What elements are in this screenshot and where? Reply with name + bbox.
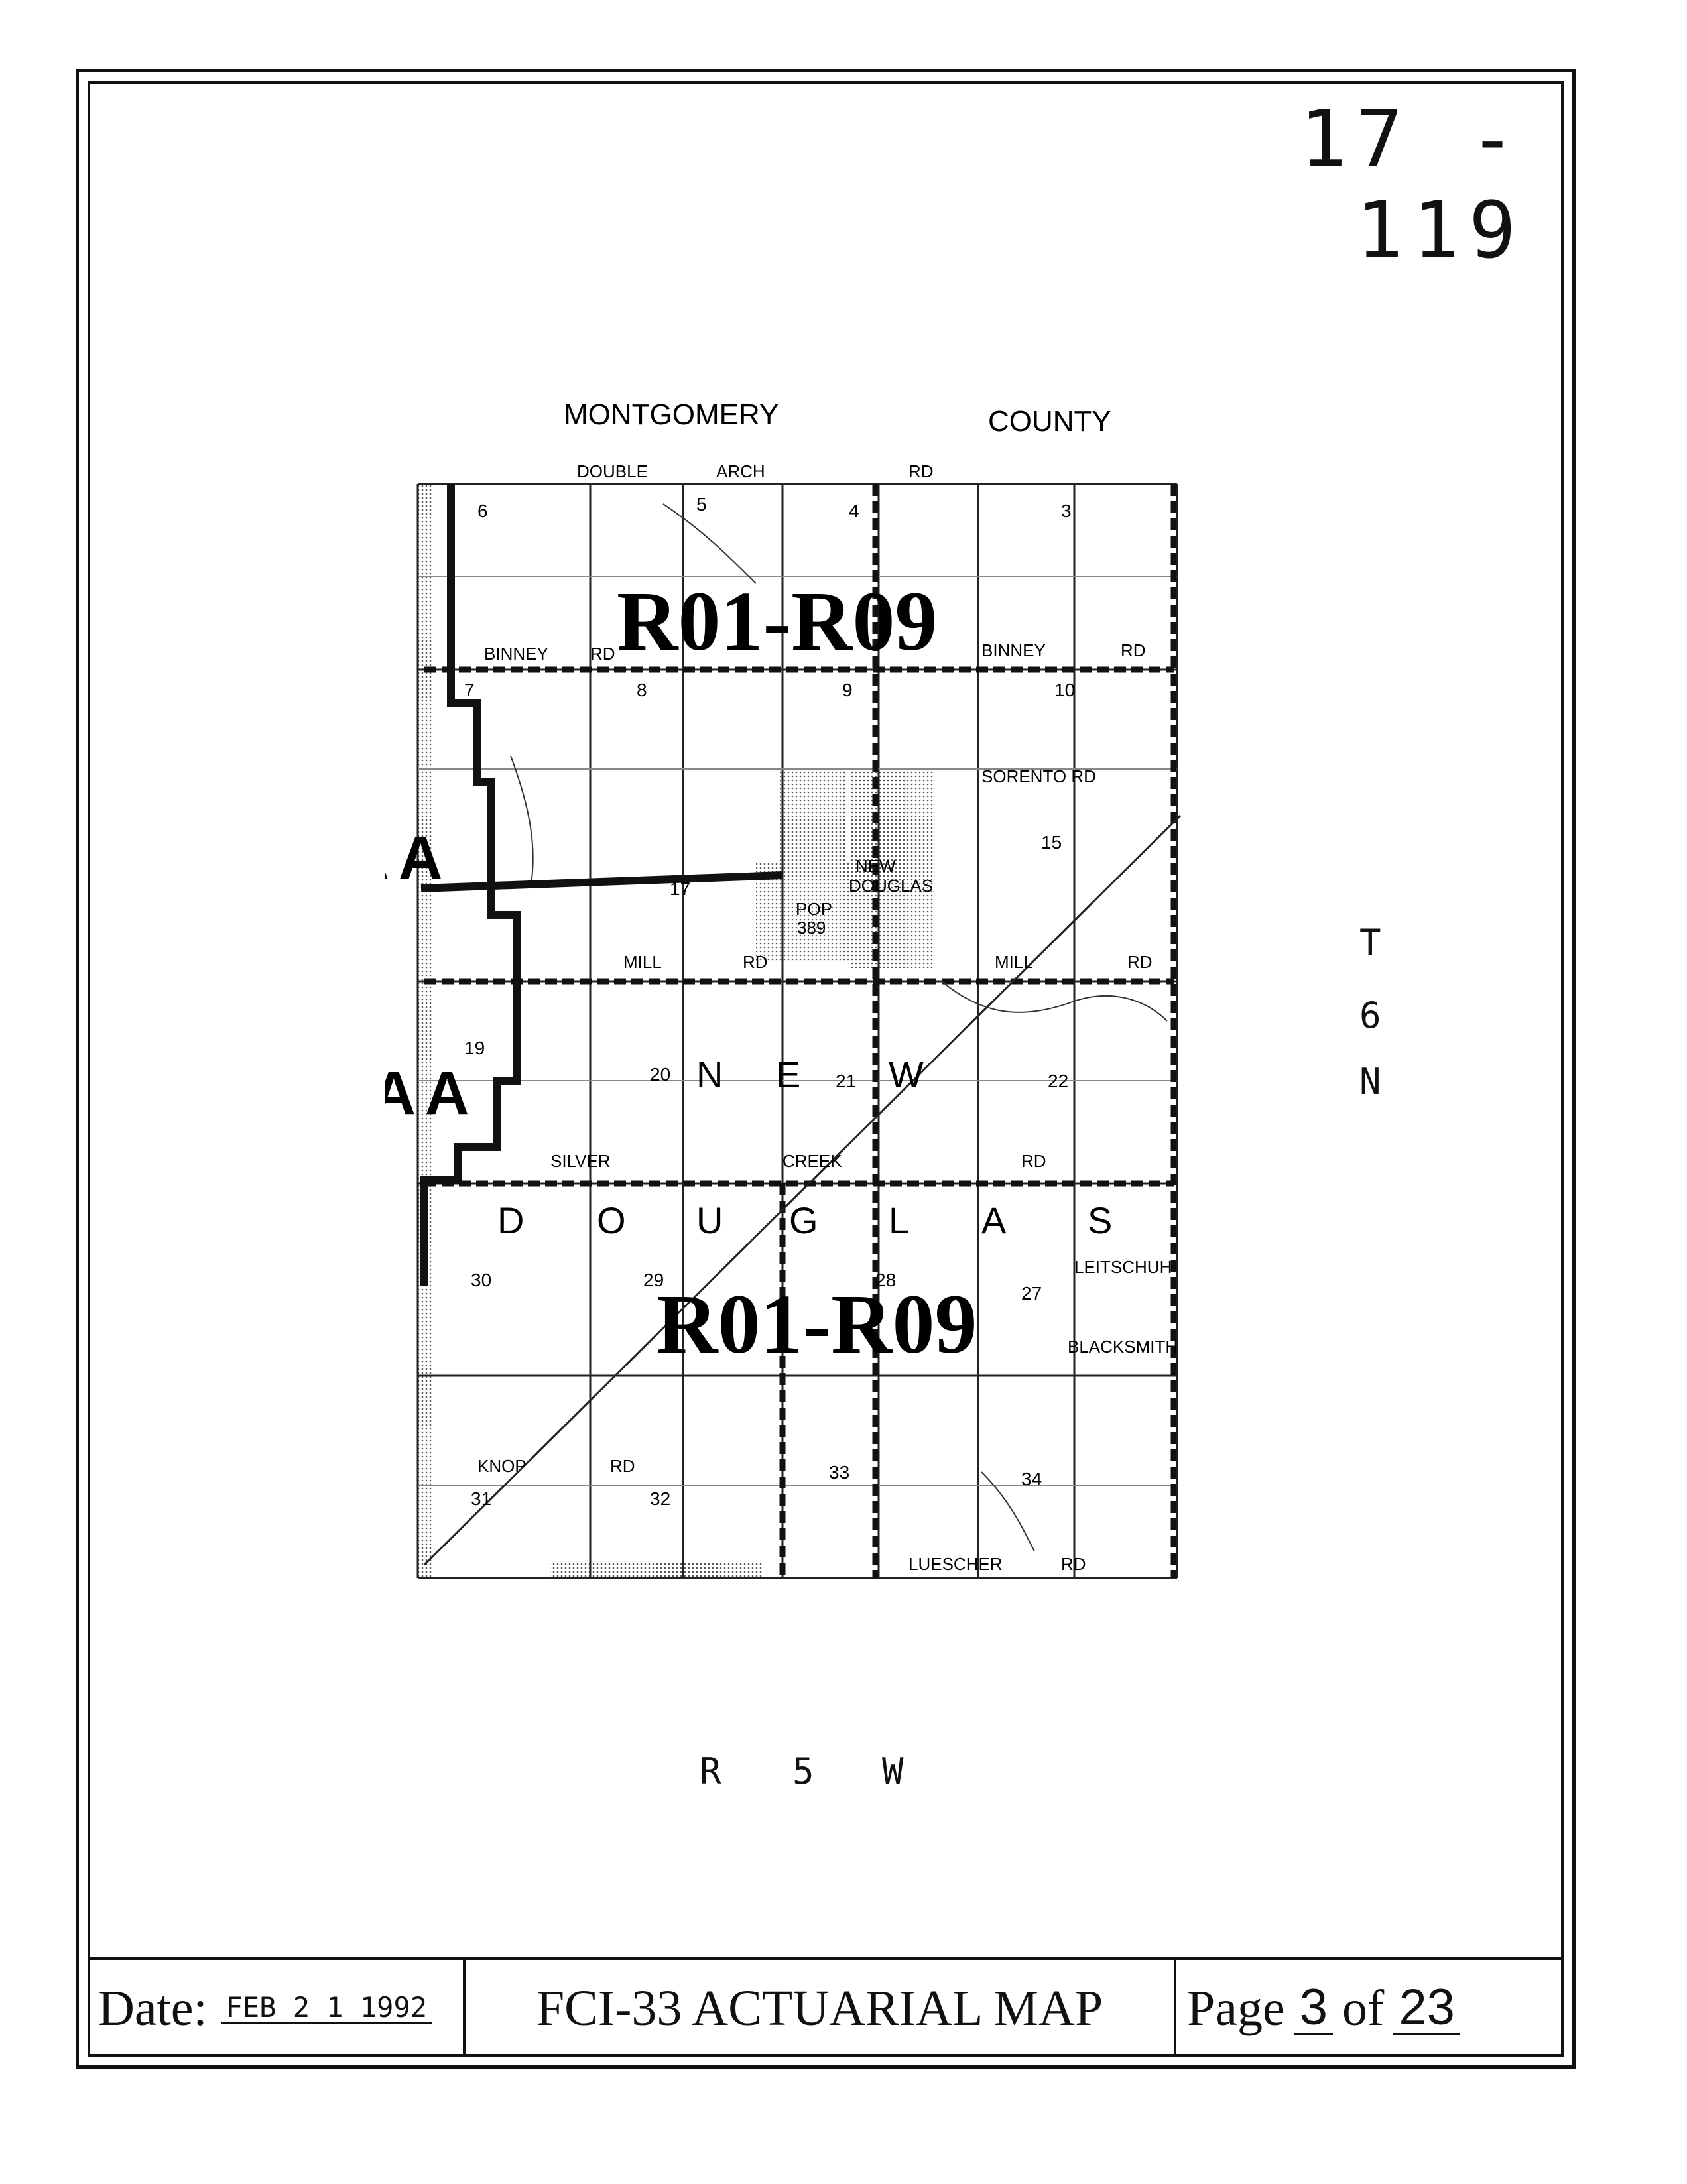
section-number: 3 — [1061, 501, 1072, 521]
section-number: 28 — [875, 1270, 896, 1290]
road-label: RD — [590, 644, 615, 664]
section-number: 19 — [464, 1038, 485, 1058]
county-label-left: MONTGOMERY — [564, 398, 779, 431]
road-label: SORENTO RD — [981, 766, 1096, 786]
inner-border — [88, 81, 1564, 2057]
county-label-right: COUNTY — [988, 405, 1111, 438]
map-title: FCI-33 ACTUARIAL MAP — [536, 1980, 1103, 2036]
section-number: 34 — [1021, 1469, 1042, 1489]
road-label: RD — [1127, 952, 1153, 972]
railroad — [423, 814, 1182, 1566]
township-letter: E — [776, 1054, 800, 1095]
zone-boundary-east — [420, 871, 783, 892]
road-label: CREEK — [782, 1151, 842, 1171]
township-number: 6 — [1359, 995, 1381, 1036]
town-label: DOUGLAS — [849, 876, 933, 896]
road-label: MILL — [995, 952, 1033, 972]
road-label: LUESCHER — [908, 1554, 1003, 1574]
section-number: 8 — [637, 680, 647, 700]
section-number: 33 — [829, 1462, 849, 1483]
town-label: NEW — [855, 856, 896, 876]
rating-label: R01-R09 — [617, 574, 938, 668]
road-label: RD — [610, 1456, 635, 1476]
date-stamp: FEB 2 1 1992 — [220, 1993, 433, 2024]
of-label: of — [1342, 1980, 1385, 2036]
road-label: RD — [1121, 640, 1146, 660]
road-label: ARCH — [716, 461, 765, 481]
section-number: 7 — [464, 680, 475, 700]
road-label: RD — [1061, 1554, 1086, 1574]
road-label: RD — [908, 461, 934, 481]
township-letter: W — [889, 1054, 924, 1095]
rating-label: R01-R09 — [656, 1277, 977, 1371]
section-number: 31 — [471, 1488, 491, 1509]
town-shaded-area — [780, 769, 846, 862]
pop-label: POP — [796, 899, 832, 919]
section-number: 32 — [650, 1488, 670, 1509]
range-letter-r: R — [700, 1750, 721, 1792]
section-number: 17 — [670, 879, 690, 899]
date-label: Date: — [98, 1980, 208, 2036]
township-letter: N — [696, 1054, 723, 1095]
range-number: 5 — [792, 1750, 814, 1792]
town-shaded-area-3 — [849, 769, 935, 968]
page-number: 3 — [1294, 1982, 1334, 2035]
map-title-cell: FCI-33 ACTUARIAL MAP — [466, 1960, 1176, 2057]
township-map: MONTGOMERY COUNTY DOUBLE ARCH RD BINNEY … — [385, 398, 1182, 1579]
road-label: BLACKSMITH — [1068, 1337, 1178, 1357]
township-letter-t: T — [1359, 922, 1381, 963]
section-number: 9 — [842, 680, 853, 700]
section-number: 20 — [650, 1064, 670, 1085]
road-label: LEITSCHUH — [1074, 1257, 1172, 1277]
section-number: 29 — [643, 1270, 664, 1290]
section-number: 21 — [836, 1071, 856, 1091]
section-number: 30 — [471, 1270, 491, 1290]
road-label: BINNEY — [484, 644, 548, 664]
west-shaded-strip — [418, 484, 432, 1578]
township-letter: U — [696, 1199, 723, 1241]
section-number: 5 — [696, 494, 707, 515]
page-total: 23 — [1393, 1982, 1460, 2035]
road-label: MILL — [623, 952, 662, 972]
range-direction: W — [882, 1750, 904, 1792]
outer-border — [76, 69, 1576, 2069]
township-letter: D — [497, 1199, 524, 1241]
township-letter: A — [981, 1199, 1007, 1241]
section-number: 15 — [1041, 832, 1062, 853]
township-direction: N — [1359, 1061, 1381, 1103]
south-shaded-strip — [550, 1561, 763, 1578]
road-label: SILVER — [550, 1151, 611, 1171]
township-letter: G — [789, 1199, 818, 1241]
pop-value: 389 — [797, 918, 826, 938]
map-id: 17 - 119 — [1299, 93, 1525, 276]
section-number: 6 — [477, 501, 488, 521]
road-label: RD — [743, 952, 768, 972]
page-label: Page — [1187, 1980, 1285, 2036]
zone-boundary — [420, 484, 521, 1286]
section-number: 10 — [1054, 680, 1075, 700]
section-number: 27 — [1021, 1283, 1042, 1304]
section-number: 22 — [1048, 1071, 1068, 1091]
road-label: BINNEY — [981, 640, 1046, 660]
township-letter: L — [889, 1199, 909, 1241]
road-label: DOUBLE — [577, 461, 648, 481]
township-letter: O — [597, 1199, 626, 1241]
zone-label: AAA — [385, 824, 452, 892]
title-block: Date: FEB 2 1 1992 FCI-33 ACTUARIAL MAP … — [88, 1957, 1564, 2057]
township-letter: S — [1088, 1199, 1112, 1241]
date-cell: Date: FEB 2 1 1992 — [88, 1960, 466, 2057]
page-cell: Page 3 of 23 — [1176, 1960, 1564, 2057]
road-label: KNOP — [477, 1456, 527, 1476]
zone-label: AAA — [385, 1060, 478, 1127]
section-number: 4 — [849, 501, 859, 521]
road-label: RD — [1021, 1151, 1046, 1171]
